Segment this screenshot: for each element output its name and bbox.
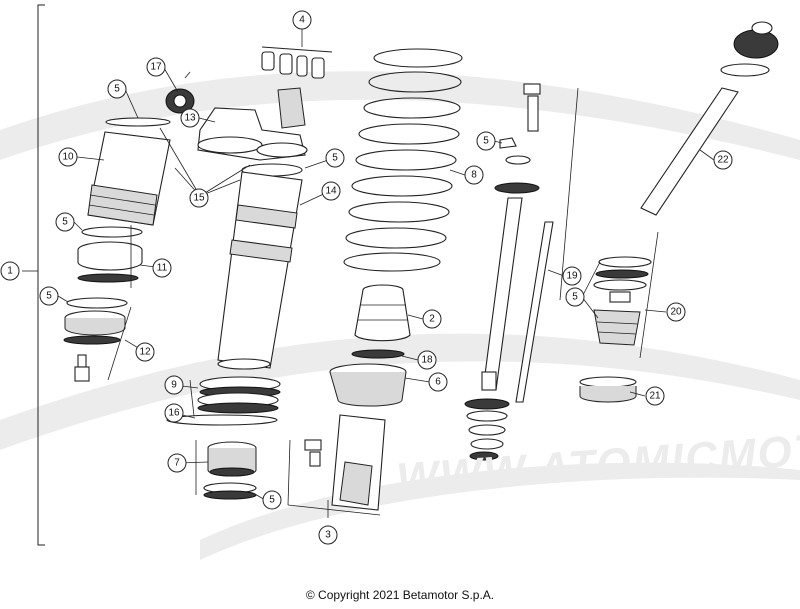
svg-text:7: 7 <box>174 458 180 469</box>
coil-spring <box>343 48 463 272</box>
spring-ring <box>166 414 278 426</box>
callout-14: 14 <box>321 181 341 201</box>
callout-2: 2 <box>422 309 442 329</box>
shock-body <box>217 163 303 370</box>
callout-19: 19 <box>562 266 582 286</box>
svg-text:5: 5 <box>332 153 338 164</box>
valve-stem <box>74 354 90 382</box>
callout-5b: 5 <box>325 148 345 168</box>
svg-text:5: 5 <box>483 136 489 147</box>
bushings <box>261 46 333 79</box>
svg-text:19: 19 <box>566 271 578 282</box>
needle-rod <box>515 221 554 403</box>
callout-9: 9 <box>164 375 184 395</box>
callout-5c: 5 <box>55 212 75 232</box>
callout-5d: 5 <box>39 286 59 306</box>
callout-5f: 5 <box>476 131 496 151</box>
spring-seat <box>329 363 407 407</box>
svg-text:16: 16 <box>168 408 180 419</box>
callout-20: 20 <box>666 302 686 322</box>
svg-text:14: 14 <box>325 186 337 197</box>
callout-8: 8 <box>464 165 484 185</box>
adjuster-knob <box>165 71 195 114</box>
svg-text:13: 13 <box>184 113 196 124</box>
reservoir-piston <box>63 310 126 345</box>
bladder-stack <box>593 256 652 346</box>
svg-text:5: 5 <box>572 292 578 303</box>
bump-stop <box>354 284 411 342</box>
callout-16: 16 <box>164 403 184 423</box>
preload-collars <box>197 376 281 414</box>
callout-7: 7 <box>167 453 187 473</box>
svg-text:22: 22 <box>717 155 729 166</box>
piston-stack <box>464 398 510 461</box>
svg-text:6: 6 <box>435 377 441 388</box>
callout-12: 12 <box>135 342 155 362</box>
svg-text:5: 5 <box>46 291 52 302</box>
watermark-logo <box>0 71 800 560</box>
callout-3: 3 <box>318 525 338 545</box>
assembly-bracket <box>37 4 45 546</box>
svg-text:5: 5 <box>62 217 68 228</box>
svg-text:4: 4 <box>299 15 305 26</box>
callout-22: 22 <box>713 150 733 170</box>
callout-6: 6 <box>428 372 448 392</box>
reservoir-body <box>87 131 171 226</box>
callout-5g: 5 <box>565 287 585 307</box>
callout-10: 10 <box>58 147 78 167</box>
svg-text:12: 12 <box>139 347 151 358</box>
svg-text:17: 17 <box>150 62 162 73</box>
callout-18: 18 <box>417 350 437 370</box>
callout-17: 17 <box>146 57 166 77</box>
reservoir-cap <box>77 241 143 283</box>
svg-text:11: 11 <box>157 263 168 274</box>
svg-text:8: 8 <box>471 170 477 181</box>
svg-text:20: 20 <box>670 307 682 318</box>
top-mount <box>197 87 308 161</box>
washer <box>351 349 405 359</box>
svg-text:9: 9 <box>171 380 177 391</box>
svg-text:3: 3 <box>325 530 331 541</box>
svg-text:1: 1 <box>7 266 13 277</box>
oring-low-left <box>66 297 128 309</box>
svg-text:18: 18 <box>421 355 433 366</box>
clevis <box>304 414 386 511</box>
removal-tool <box>640 21 779 216</box>
reservoir-end-cap <box>579 376 637 403</box>
svg-text:2: 2 <box>429 314 435 325</box>
oring-top-left <box>105 117 171 127</box>
piston-shaft <box>481 197 523 391</box>
callout-5e: 5 <box>262 490 282 510</box>
svg-text:10: 10 <box>62 152 74 163</box>
oring-mid-left <box>81 226 143 238</box>
callout-4: 4 <box>292 10 312 30</box>
callout-15: 15 <box>189 188 209 208</box>
svg-text:5: 5 <box>269 495 275 506</box>
seal-head <box>203 441 257 500</box>
callout-13: 13 <box>180 108 200 128</box>
copyright-notice: © Copyright 2021 Betamotor S.p.A. <box>305 588 495 602</box>
callout-11: 11 <box>152 258 172 278</box>
callout-21: 21 <box>645 386 665 406</box>
svg-text:5: 5 <box>114 84 120 95</box>
callout-5a: 5 <box>107 79 127 99</box>
shaft-top-hardware <box>494 83 541 194</box>
svg-text:15: 15 <box>193 193 205 204</box>
callout-1: 1 <box>0 261 20 281</box>
svg-text:21: 21 <box>649 391 661 402</box>
